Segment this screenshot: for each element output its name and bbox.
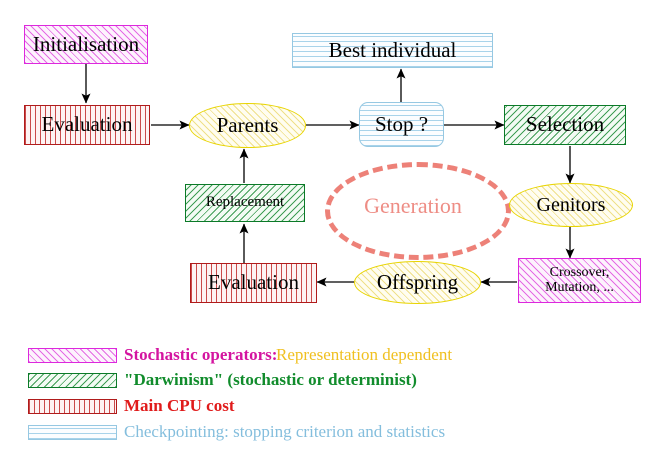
node-crossover-mutation[interactable]: Crossover, Mutation, ... <box>518 258 641 303</box>
legend-label-representation-dependent: Representation dependent <box>276 345 453 364</box>
legend-swatch-magenta <box>28 348 117 363</box>
node-offspring[interactable]: Offspring <box>354 261 481 304</box>
node-genitors-label: Genitors <box>536 193 606 216</box>
node-parents-label: Parents <box>216 112 279 137</box>
node-crossover-label-line1: Crossover, <box>549 265 610 281</box>
legend-label-darwinism: "Darwinism" (stochastic or determinist) <box>124 370 417 389</box>
legend-swatch-blue <box>28 425 117 440</box>
node-initialisation-label: Initialisation <box>32 31 140 56</box>
node-replacement[interactable]: Replacement <box>185 184 305 222</box>
legend-swatch-red <box>28 399 117 414</box>
node-stop-label: Stop ? <box>374 111 429 136</box>
node-selection[interactable]: Selection <box>504 105 626 145</box>
legend-label-stochastic-operators: Stochastic operators: <box>124 345 278 364</box>
node-parents[interactable]: Parents <box>189 103 306 148</box>
node-evaluation-top[interactable]: Evaluation <box>24 105 150 145</box>
node-evaluation-top-label: Evaluation <box>41 112 133 137</box>
node-best-individual[interactable]: Best individual <box>292 33 493 68</box>
node-evaluation-bottom[interactable]: Evaluation <box>190 263 317 303</box>
node-offspring-label: Offspring <box>376 269 459 294</box>
legend-swatch-green <box>28 373 117 388</box>
node-genitors[interactable]: Genitors <box>509 183 633 227</box>
node-crossover-label-line2: Mutation, ... <box>545 279 614 295</box>
node-replacement-label: Replacement <box>205 194 285 211</box>
generation-ellipse <box>325 162 511 260</box>
node-initialisation[interactable]: Initialisation <box>24 25 148 64</box>
node-best-individual-label: Best individual <box>328 37 457 62</box>
legend-label-main-cpu-cost: Main CPU cost <box>124 396 235 415</box>
node-stop[interactable]: Stop ? <box>359 102 444 147</box>
node-selection-label: Selection <box>525 112 605 137</box>
node-evaluation-bottom-label: Evaluation <box>208 270 299 295</box>
generation-label: Generation <box>364 193 462 218</box>
legend-label-checkpointing: Checkpointing: stopping criterion and st… <box>124 422 446 441</box>
